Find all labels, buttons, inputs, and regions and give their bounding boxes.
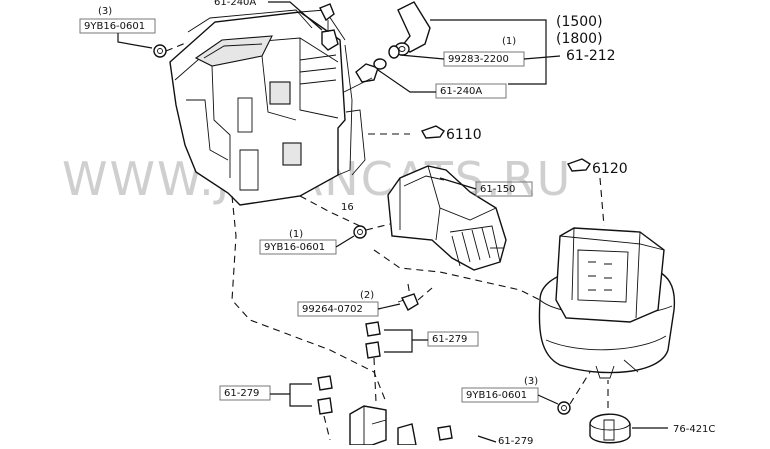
part-code: 61-150 (480, 184, 515, 195)
qty-label: (3) (98, 6, 112, 17)
leader-line (377, 69, 436, 93)
reference-number: 6110 (446, 127, 482, 143)
part-code: 61-279 (224, 388, 259, 399)
blower-unit (538, 227, 676, 379)
part-code: 16 (341, 202, 354, 213)
leader-line (377, 303, 401, 310)
bolt (317, 375, 333, 415)
clamp (388, 45, 400, 59)
leader-dashed (599, 177, 605, 227)
qty-label: (1) (289, 229, 303, 240)
leader-dashed (417, 287, 433, 301)
connection-dashed (373, 357, 377, 403)
qty-label: (2) (360, 290, 374, 301)
part-code: 9YB16-0601 (264, 242, 325, 253)
qty-label: (1) (502, 36, 516, 47)
bolt (437, 425, 453, 441)
label-box (219, 385, 271, 401)
pipe-fitting-lower (343, 58, 387, 93)
part-code: 99264-0702 (302, 304, 363, 315)
bracket-line (270, 383, 312, 407)
leader-dashed (569, 371, 591, 405)
screw (397, 293, 419, 311)
nut-left (353, 225, 367, 239)
part-code: 9YB16-0601 (466, 390, 527, 401)
leader-line (477, 435, 497, 443)
pipe-fitting-upper (319, 3, 339, 51)
heater-unit-6110 (169, 9, 366, 206)
resistor (589, 413, 631, 444)
leader-line (268, 1, 323, 31)
part-code: 99283-2200 (448, 54, 509, 65)
engine-variant: (1800) (556, 31, 603, 47)
part-code: 61-212 (566, 48, 616, 64)
leader-line (439, 177, 477, 190)
leader-line (335, 235, 355, 248)
leader-line (523, 55, 561, 60)
leader-dashed (365, 223, 391, 231)
connection-dashed (373, 249, 541, 301)
bolt (365, 321, 381, 359)
part-code: 61-279 (432, 334, 467, 345)
label-box (435, 83, 507, 99)
qty-label: (3) (524, 376, 538, 387)
engine-variant: (1500) (556, 14, 603, 30)
leader-line (117, 33, 153, 49)
connection-dashed (323, 415, 331, 441)
connection-dashed (231, 195, 387, 403)
label-box (427, 331, 479, 347)
nut-top (153, 44, 167, 58)
connection-dashed (407, 283, 411, 297)
leader-dashed (165, 41, 189, 52)
part-code: 9YB16-0601 (84, 21, 145, 32)
part-code: 76-421C (673, 424, 715, 435)
pointing-hand-icon (566, 158, 591, 172)
water-hose (394, 1, 431, 56)
leader-line (537, 394, 559, 405)
part-code: 61-240A (440, 86, 482, 97)
pointing-hand-icon (420, 125, 445, 139)
mounting-bracket (349, 405, 417, 446)
bracket-line (384, 329, 428, 353)
part-code: 61-240A (214, 0, 256, 8)
leader-line (399, 54, 445, 60)
part-code: 61-279 (498, 436, 533, 445)
air-duct (387, 165, 507, 271)
reference-number: 6120 (592, 161, 628, 177)
nut-right (557, 401, 571, 415)
bracket-line (430, 19, 547, 85)
